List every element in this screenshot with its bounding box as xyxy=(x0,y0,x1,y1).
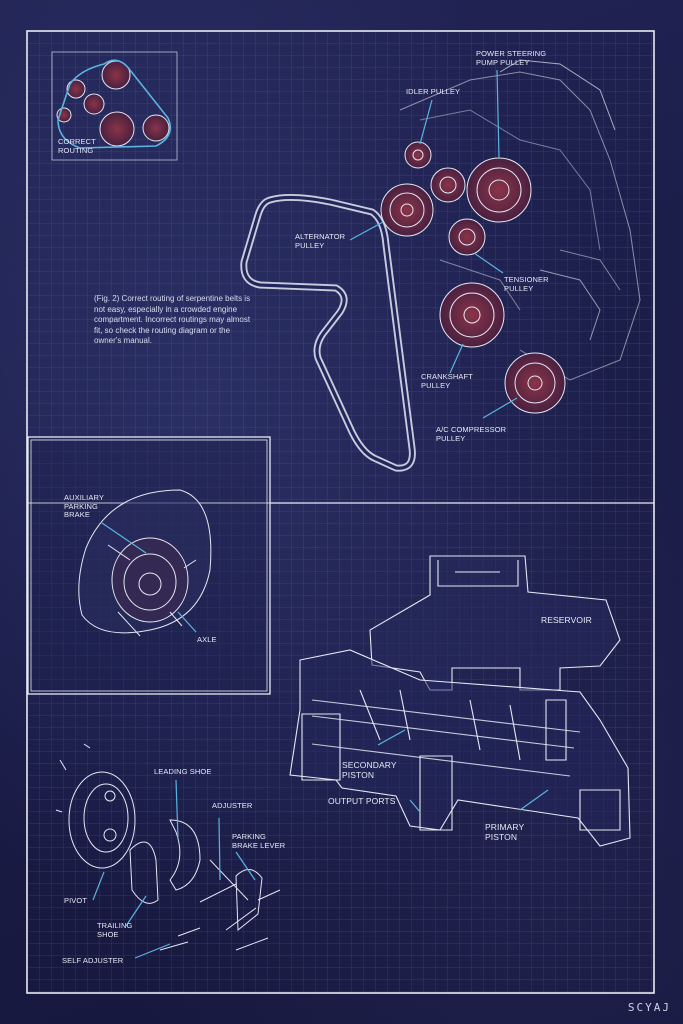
auxiliary-parking-brake-label: AUXILIARY PARKING BRAKE xyxy=(64,493,104,519)
parking-brake-lever-label: PARKING BRAKE LEVER xyxy=(232,832,286,850)
serpentine-belt xyxy=(240,193,416,472)
power-steering-label: POWER STEERING PUMP PULLEY xyxy=(476,49,547,67)
alternator-pulley-label: ALTERNATOR PULLEY xyxy=(295,232,346,250)
output-ports-label: OUTPUT PORTS xyxy=(328,796,396,806)
crankshaft-pulley-label: CRANKSHAFT PULLEY xyxy=(421,372,473,390)
tensioner-pulley-label: TENSIONER PULLEY xyxy=(504,275,549,293)
correct-routing-inset xyxy=(51,51,178,161)
correct-routing-label: CORRECT ROUTING xyxy=(58,137,96,155)
ac-compressor-label: A/C COMPRESSOR PULLEY xyxy=(436,425,507,443)
engine-pulleys xyxy=(380,59,641,414)
primary-piston-label: PRIMARY PISTON xyxy=(485,822,525,842)
axle-label: AXLE xyxy=(197,635,217,644)
adjuster-label: ADJUSTER xyxy=(212,801,253,810)
master-cylinder-drawing xyxy=(289,555,631,847)
artist-signature: SCYAJ xyxy=(627,1001,671,1014)
trailing-shoe-label: TRAILING SHOE xyxy=(97,921,133,939)
figure-caption: (Fig. 2) Correct routing of serpentine b… xyxy=(94,294,251,345)
pivot-label: PIVOT xyxy=(64,896,88,905)
idler-pulley-label: IDLER PULLEY xyxy=(406,87,461,96)
leading-shoe-label: LEADING SHOE xyxy=(154,767,212,776)
secondary-piston-label: SECONDARY PISTON xyxy=(342,760,397,780)
self-adjuster-label: SELF ADJUSTER xyxy=(62,956,124,965)
belt-leaders xyxy=(349,69,518,419)
outer-frame xyxy=(26,30,655,994)
reservoir-label: RESERVOIR xyxy=(541,615,592,625)
parking-brake-drawing xyxy=(78,489,212,637)
drum-brake-drawing xyxy=(55,743,281,959)
